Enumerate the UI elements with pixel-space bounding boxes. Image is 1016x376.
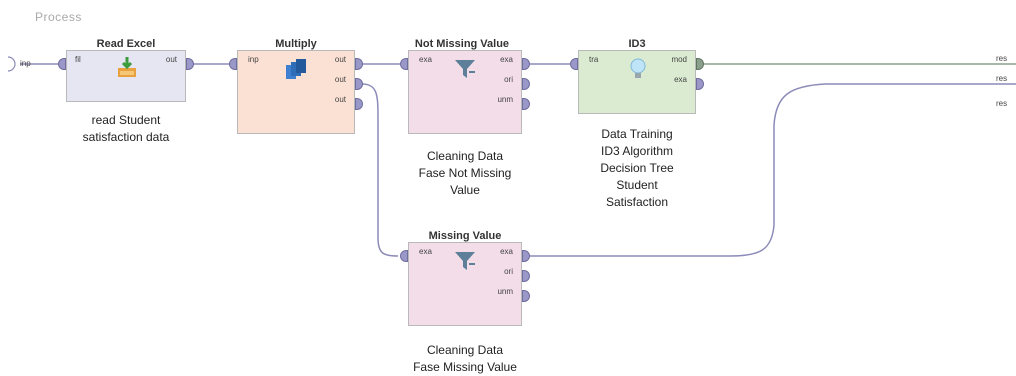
not-missing-output-port-unm[interactable] [522, 98, 530, 110]
not-missing-value-title: Not Missing Value [414, 38, 510, 50]
missing-output-port-unm[interactable] [522, 290, 530, 302]
not-missing-value-operator[interactable]: exa exa ori unm [408, 50, 522, 134]
filter-funnel-icon [455, 252, 475, 270]
not-missing-port-exa-out-label: exa [500, 55, 513, 64]
excel-import-icon [118, 57, 136, 77]
process-title: Process [35, 10, 82, 24]
not-missing-port-unm-label: unm [497, 95, 513, 104]
not-missing-port-exa-in-label: exa [419, 55, 432, 64]
read-excel-port-out-label: out [165, 55, 177, 64]
wire-multiply-to-missing [361, 83, 399, 257]
missing-port-exa-in-label: exa [419, 247, 432, 256]
process-input-port-shape [7, 56, 16, 72]
read-excel-operator[interactable]: fil out [66, 50, 186, 102]
multiply-icon [286, 59, 306, 79]
missing-value-note: Cleaning Data Fase Missing Value [413, 343, 517, 374]
not-missing-value-note: Cleaning Data Fase Not Missing Value [418, 149, 512, 197]
process-output-res-1[interactable]: res [996, 54, 1008, 63]
id3-note: Data Training ID3 Algorithm Decision Tre… [600, 127, 674, 209]
missing-value-operator[interactable]: exa exa ori unm [408, 242, 522, 326]
read-excel-note: read Student satisfaction data [82, 113, 170, 144]
read-excel-port-fil-label: fil [75, 55, 81, 64]
id3-model-output-port[interactable] [696, 58, 704, 70]
id3-title: ID3 [628, 38, 646, 50]
process-input-label: inp [20, 59, 31, 68]
multiply-port-out2-label: out [334, 75, 346, 84]
missing-value-title: Missing Value [428, 230, 502, 242]
not-missing-port-ori-label: ori [504, 75, 513, 84]
multiply-port-out1-label: out [334, 55, 346, 64]
multiply-port-out3-label: out [334, 95, 346, 104]
missing-output-port-exa[interactable] [522, 250, 530, 262]
multiply-operator[interactable]: inp out out out [237, 50, 355, 134]
filter-funnel-icon [455, 60, 475, 78]
process-output-res-3[interactable]: res [996, 99, 1008, 108]
id3-port-mod-label: mod [671, 55, 687, 64]
not-missing-output-port-exa[interactable] [522, 58, 530, 70]
missing-port-ori-label: ori [504, 267, 513, 276]
multiply-output-port-2[interactable] [355, 78, 363, 90]
multiply-title: Multiply [275, 38, 317, 50]
missing-port-unm-label: unm [497, 287, 513, 296]
process-output-res-2[interactable]: res [996, 74, 1008, 83]
read-excel-title: Read Excel [96, 38, 156, 50]
multiply-input-port[interactable] [229, 58, 237, 70]
missing-port-exa-out-label: exa [500, 247, 513, 256]
read-excel-output-port[interactable] [186, 58, 194, 70]
id3-port-tra-label: tra [589, 55, 599, 64]
missing-input-port[interactable] [400, 250, 408, 262]
multiply-output-port-1[interactable] [355, 58, 363, 70]
id3-example-output-port[interactable] [696, 78, 704, 90]
missing-output-port-ori[interactable] [522, 270, 530, 282]
not-missing-input-port[interactable] [400, 58, 408, 70]
id3-port-exa-label: exa [674, 75, 687, 84]
id3-operator[interactable]: tra mod exa [578, 50, 696, 114]
lightbulb-icon [630, 58, 646, 78]
id3-input-port[interactable] [570, 58, 578, 70]
multiply-output-port-3[interactable] [355, 98, 363, 110]
not-missing-output-port-ori[interactable] [522, 78, 530, 90]
multiply-port-inp-label: inp [248, 55, 259, 64]
read-excel-input-port[interactable] [58, 58, 66, 70]
wire-missing-to-res [530, 83, 1016, 257]
